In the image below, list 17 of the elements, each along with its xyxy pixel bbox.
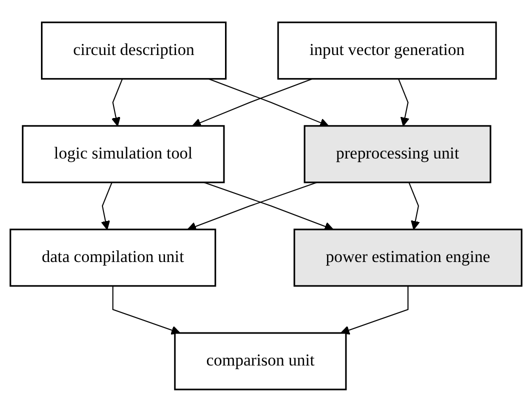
arrow [100, 182, 112, 230]
node-box: input vector generation [277, 22, 497, 80]
arrow [111, 78, 123, 126]
arrow [112, 286, 180, 335]
arrow [204, 182, 334, 231]
node-box: circuit description [40, 22, 227, 80]
node-box: power estimation engine [294, 228, 522, 287]
arrow [192, 78, 312, 128]
node-box: comparison unit [174, 332, 347, 390]
arrow [340, 286, 409, 335]
arrow [408, 182, 420, 230]
arrow [208, 78, 329, 128]
arrow [187, 182, 318, 231]
node-box: preprocessing unit [304, 125, 492, 184]
arrow [398, 78, 410, 126]
node-box: data compilation unit [10, 228, 216, 287]
node-box: logic simulation tool [22, 125, 225, 184]
